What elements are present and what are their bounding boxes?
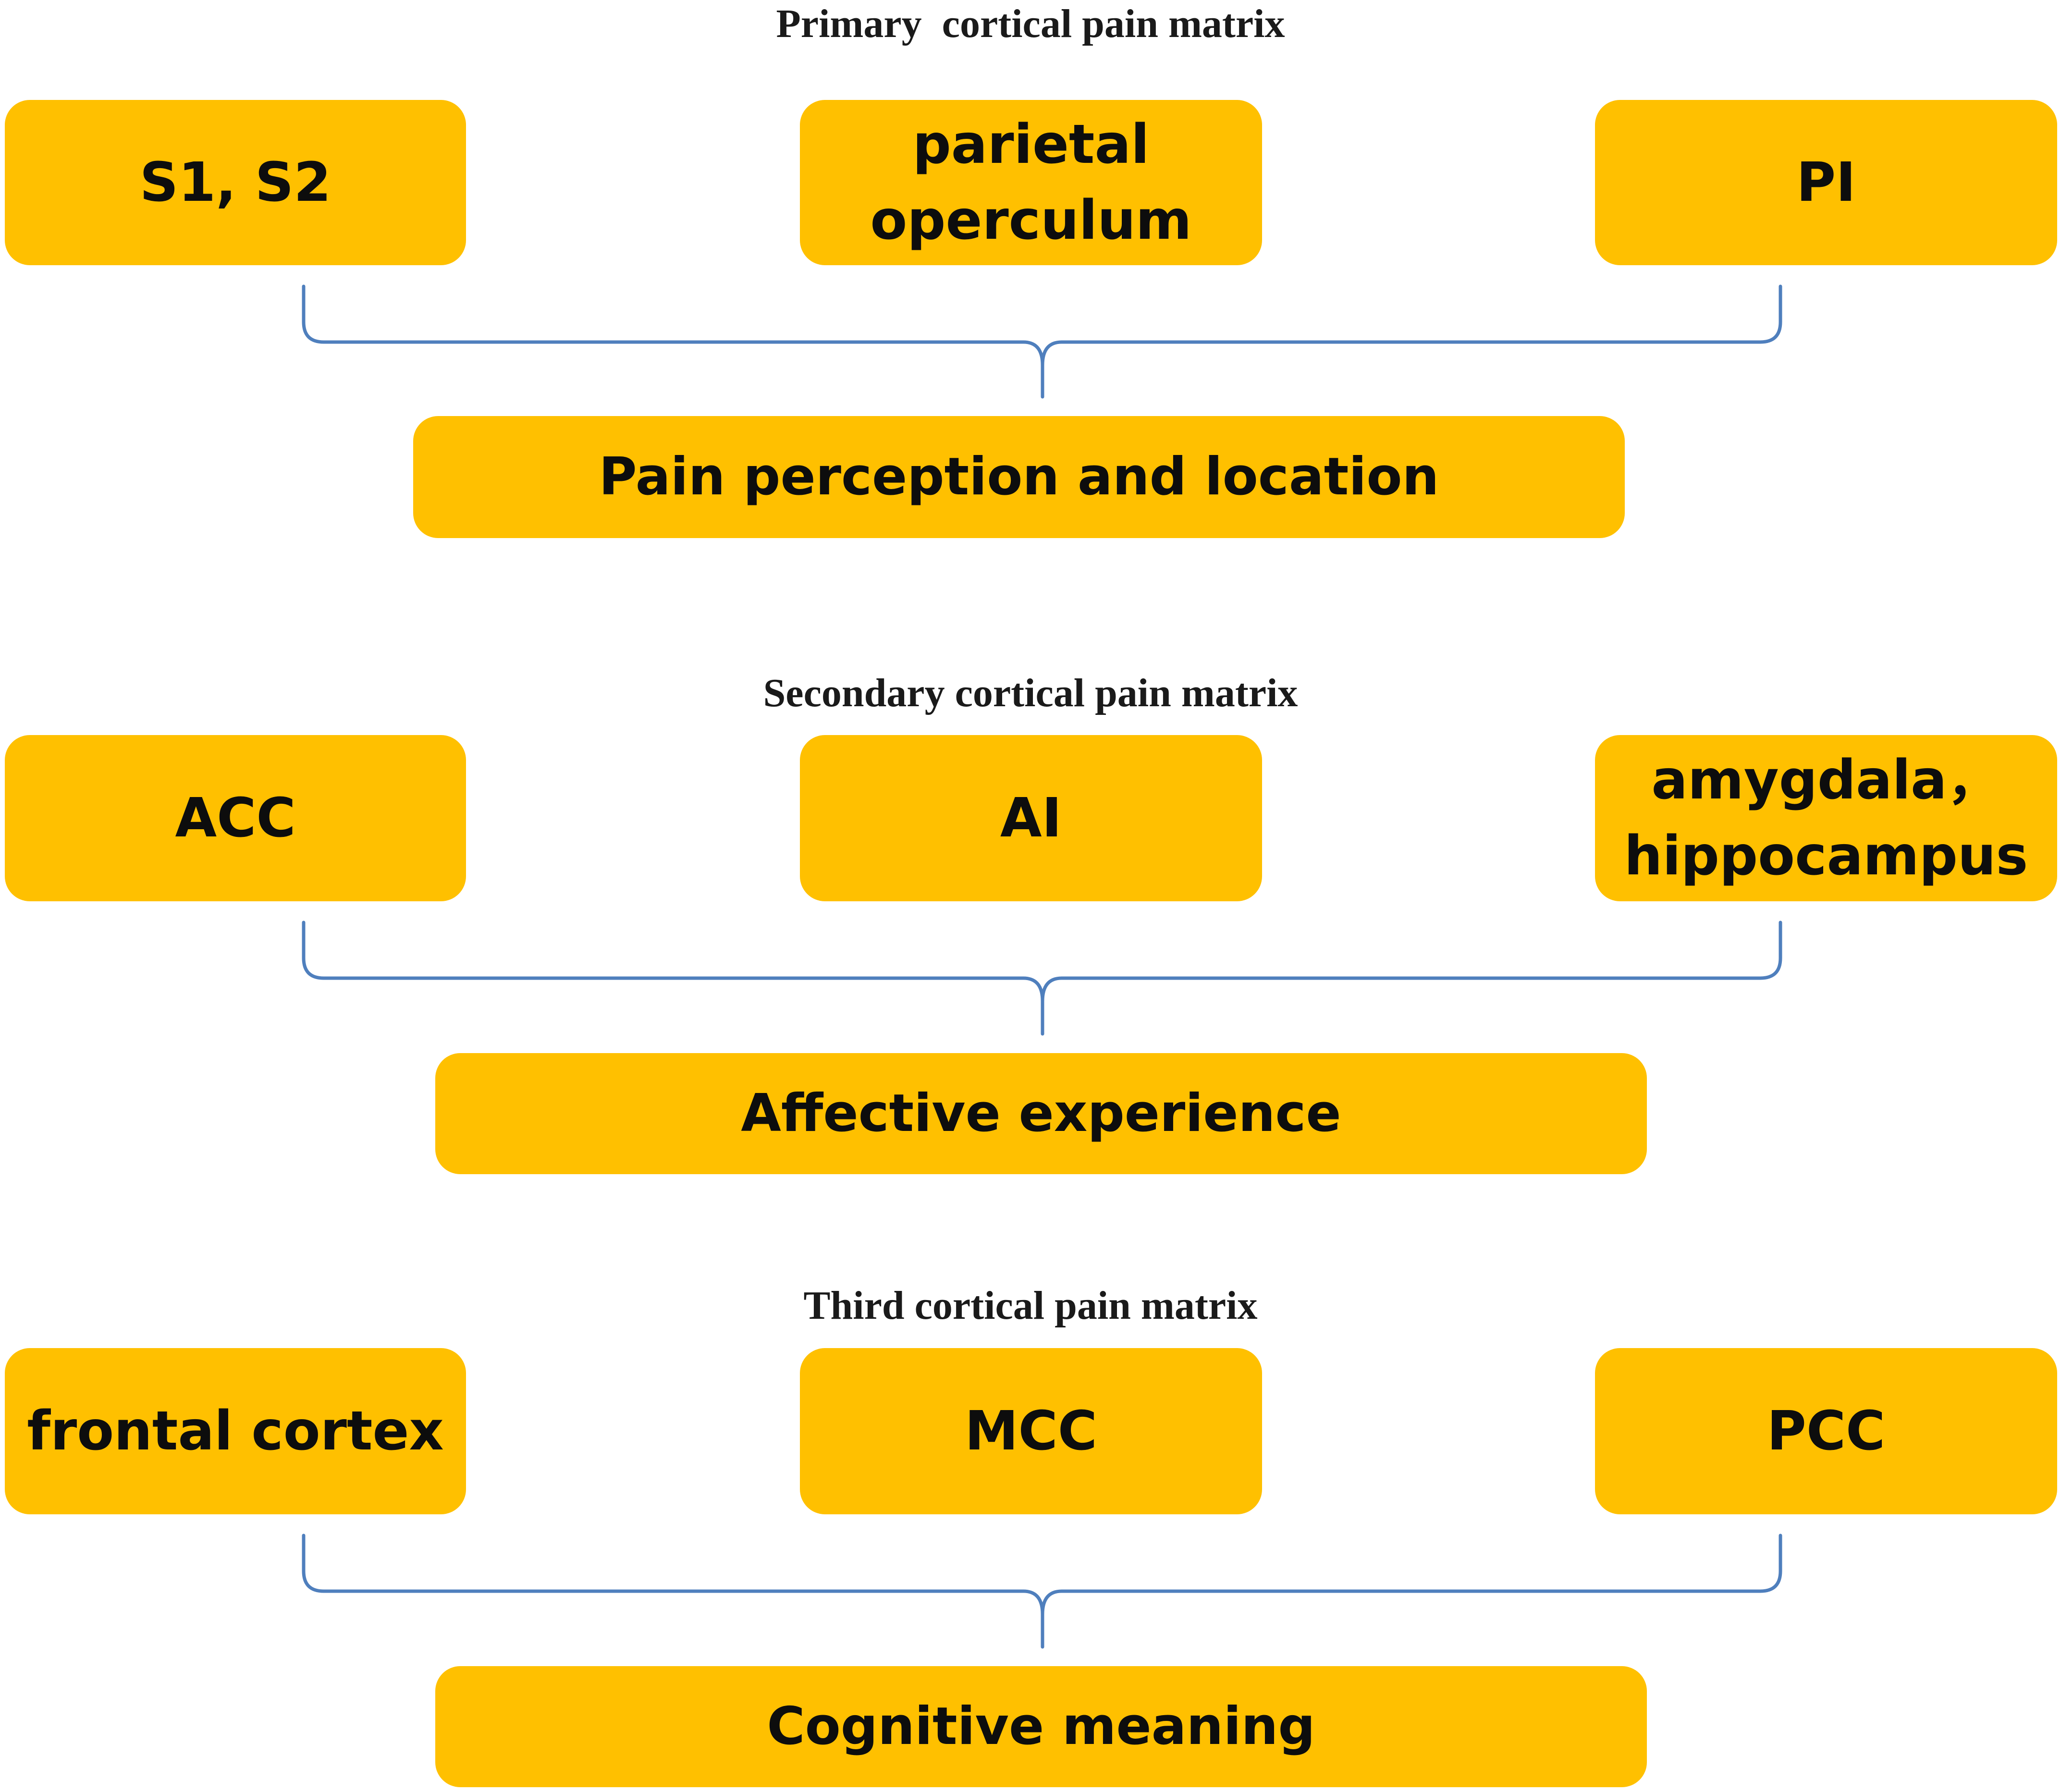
region-label: PI	[1796, 151, 1856, 214]
region-label: frontal cortex	[27, 1400, 444, 1462]
region-box-amygdala-hippocampus: amygdala， hippocampus	[1595, 735, 2057, 901]
region-box-acc: ACC	[5, 735, 466, 901]
secondary-matrix-title: Secondary cortical pain matrix	[763, 671, 1298, 715]
brace-secondary	[302, 921, 1782, 1036]
region-label: PCC	[1767, 1400, 1886, 1462]
region-box-mcc: MCC	[800, 1348, 1262, 1514]
third-matrix-title: Third cortical pain matrix	[803, 1283, 1258, 1328]
region-box-pi: PI	[1595, 100, 2057, 265]
region-box-frontal-cortex: frontal cortex	[5, 1348, 466, 1514]
outcome-box-cognitive-meaning: Cognitive meaning	[435, 1666, 1647, 1787]
region-label: parietal operculum	[870, 113, 1192, 252]
region-label: amygdala， hippocampus	[1624, 749, 2028, 887]
region-label: AI	[1000, 787, 1062, 849]
region-box-s1-s2: S1, S2	[5, 100, 466, 265]
outcome-box-pain-perception: Pain perception and location	[413, 416, 1625, 538]
outcome-label: Pain perception and location	[599, 447, 1439, 507]
outcome-label: Affective experience	[741, 1083, 1341, 1143]
region-box-pcc: PCC	[1595, 1348, 2057, 1514]
region-label: MCC	[965, 1400, 1097, 1462]
brace-third	[302, 1534, 1782, 1649]
primary-matrix-title: Primary cortical pain matrix	[776, 1, 1285, 46]
region-box-ai: AI	[800, 735, 1262, 901]
region-box-parietal-operculum: parietal operculum	[800, 100, 1262, 265]
outcome-box-affective-experience: Affective experience	[435, 1053, 1647, 1174]
region-label: S1, S2	[139, 151, 331, 214]
outcome-label: Cognitive meaning	[767, 1696, 1315, 1756]
brace-primary	[302, 284, 1782, 399]
region-label: ACC	[175, 787, 296, 849]
